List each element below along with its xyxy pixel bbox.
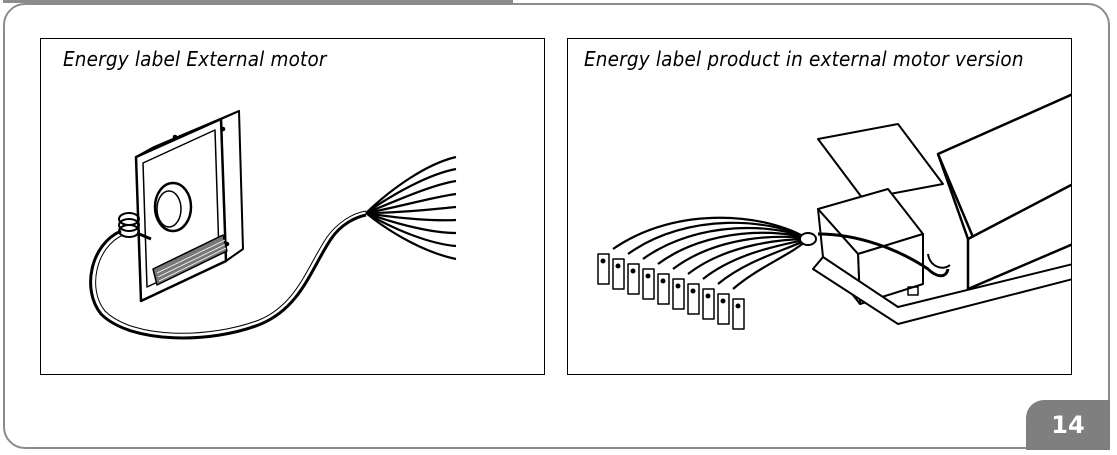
figure-panel-product-external-motor: Energy label product in external motor v… (567, 38, 1072, 375)
page-number-badge: 14 (1026, 400, 1110, 450)
page-frame (3, 3, 1110, 449)
external-motor-illustration (89, 110, 457, 340)
panel-caption: Energy label product in external motor v… (584, 47, 1024, 71)
product-wiring-illustration (597, 93, 1071, 330)
frame-top-accent (3, 0, 513, 3)
panel-caption: Energy label External motor (63, 47, 327, 71)
figure-panel-external-motor: Energy label External motor (40, 38, 545, 375)
